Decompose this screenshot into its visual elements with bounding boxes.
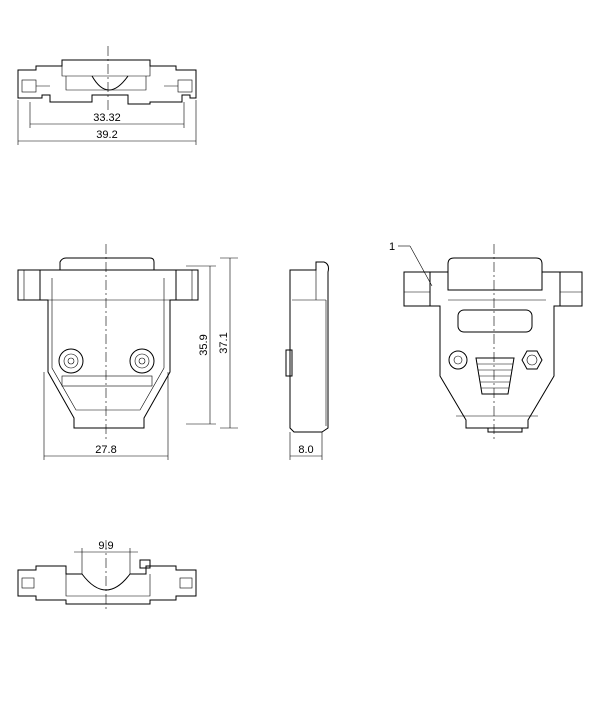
callout-part-1: 1 <box>389 241 395 253</box>
front-view: 35.9 37.1 27.8 <box>17 244 238 460</box>
dim-top-outer-width: 39.2 <box>96 129 117 141</box>
dim-front-overall-height: 37.1 <box>218 332 230 353</box>
dim-top-inner-width: 33.32 <box>93 112 121 124</box>
dim-bottom-cable-width: 9.9 <box>98 540 113 552</box>
side-view: 8.0 <box>285 261 329 460</box>
dim-front-body-height: 35.9 <box>198 334 210 355</box>
rear-view: 1 <box>389 241 583 440</box>
bottom-view: 9.9 <box>17 540 197 612</box>
top-view: 33.32 39.2 <box>17 46 197 145</box>
dim-front-width: 27.8 <box>95 444 116 456</box>
dim-side-depth: 8.0 <box>298 444 313 456</box>
